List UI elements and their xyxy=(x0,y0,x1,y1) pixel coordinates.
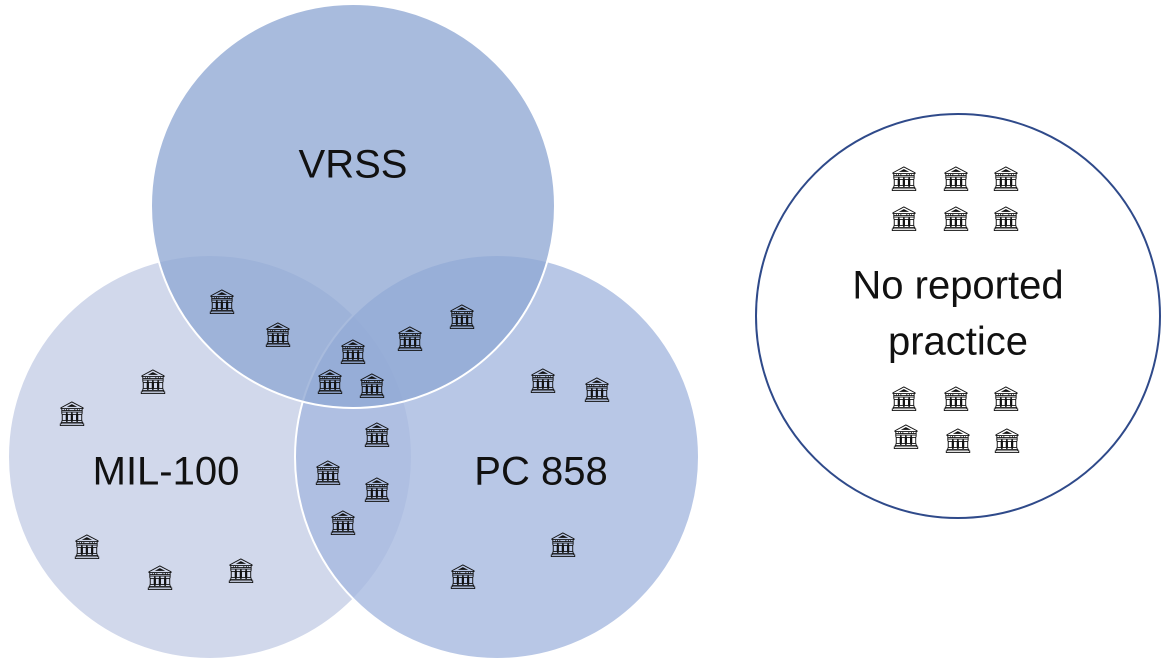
institution-icon: 🏛 xyxy=(992,427,1022,455)
institution-icon: 🏛 xyxy=(145,564,175,592)
institution-icon: 🏛 xyxy=(941,165,971,193)
mil-100-label: MIL-100 xyxy=(93,450,240,494)
institution-icon: 🏛 xyxy=(357,372,387,400)
institution-icon: 🏛 xyxy=(943,427,973,455)
institution-icon: 🏛 xyxy=(138,368,168,396)
institution-icon: 🏛 xyxy=(57,400,87,428)
institution-icon: 🏛 xyxy=(448,563,478,591)
institution-icon: 🏛 xyxy=(582,376,612,404)
institution-icon: 🏛 xyxy=(991,165,1021,193)
institution-icon: 🏛 xyxy=(889,385,919,413)
institution-icon: 🏛 xyxy=(991,385,1021,413)
institution-icon: 🏛 xyxy=(313,459,343,487)
institution-icon: 🏛 xyxy=(362,476,392,504)
institution-icon: 🏛 xyxy=(548,531,578,559)
institution-icon: 🏛 xyxy=(315,368,345,396)
vrss-circle xyxy=(150,3,556,409)
institution-icon: 🏛 xyxy=(395,325,425,353)
institution-icon: 🏛 xyxy=(889,165,919,193)
institution-icon: 🏛 xyxy=(447,303,477,331)
institution-icons: 🏛🏛🏛🏛🏛🏛🏛🏛🏛🏛🏛🏛🏛🏛🏛🏛🏛🏛🏛🏛🏛🏛🏛🏛🏛🏛🏛🏛🏛🏛🏛🏛 xyxy=(57,165,1022,592)
institution-icon: 🏛 xyxy=(338,338,368,366)
institution-icon: 🏛 xyxy=(891,423,921,451)
no-reported-practice-label-line-2: practice xyxy=(888,320,1028,364)
institution-icon: 🏛 xyxy=(528,367,558,395)
institution-icon: 🏛 xyxy=(941,205,971,233)
institution-icon: 🏛 xyxy=(263,321,293,349)
institution-icon: 🏛 xyxy=(362,421,392,449)
institution-icon: 🏛 xyxy=(207,288,237,316)
institution-icon: 🏛 xyxy=(328,509,358,537)
pc-858-label: PC 858 xyxy=(474,450,607,494)
no-reported-practice-label-line-1: No reported xyxy=(852,264,1063,308)
institution-icon: 🏛 xyxy=(991,205,1021,233)
vrss-label: VRSS xyxy=(299,143,408,187)
institution-icon: 🏛 xyxy=(72,533,102,561)
institution-icon: 🏛 xyxy=(941,385,971,413)
institution-icon: 🏛 xyxy=(889,205,919,233)
institution-icon: 🏛 xyxy=(226,557,256,585)
no-reported-practice-circle xyxy=(755,113,1161,519)
